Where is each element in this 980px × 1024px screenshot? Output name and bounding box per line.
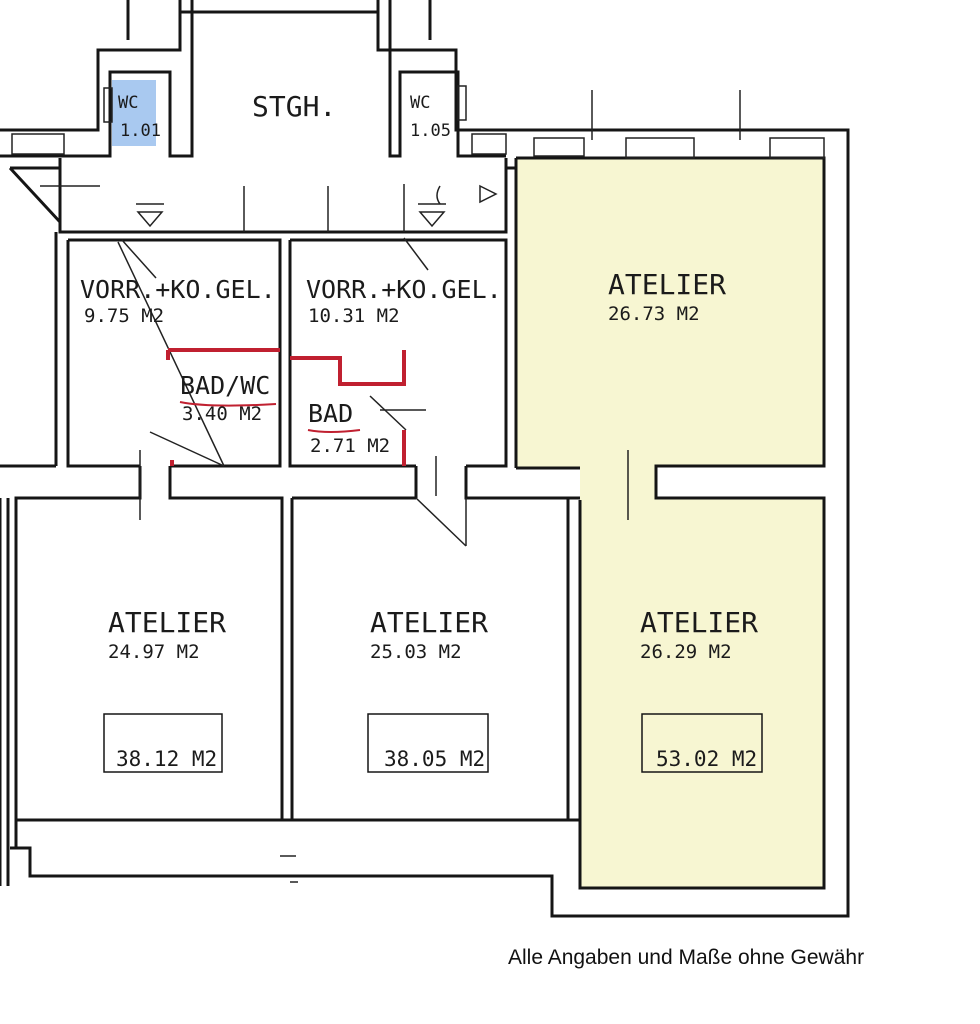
atelier-left-label: ATELIER xyxy=(108,606,226,639)
atelier-left-total: 38.12 M2 xyxy=(116,747,217,771)
detail-lines xyxy=(11,85,825,883)
bad-wc-label: BAD/WC xyxy=(180,371,270,400)
disclaimer-text: Alle Angaben und Maße ohne Gewähr xyxy=(508,946,865,969)
atelier-bottom-right-label: ATELIER xyxy=(640,606,758,639)
vorr-left-label: VORR.+KO.GEL. xyxy=(80,275,276,304)
total-box-middle xyxy=(367,713,489,773)
atelier-bottom-right-total: 53.02 M2 xyxy=(656,747,757,771)
bad-wc-area: 3.40 M2 xyxy=(182,403,262,425)
wc-left-label: WC xyxy=(118,93,138,113)
vorr-left-area: 9.75 M2 xyxy=(84,305,164,327)
highlight-area xyxy=(516,158,824,888)
atelier-middle-total: 38.05 M2 xyxy=(384,747,485,771)
atelier-top-right-label: ATELIER xyxy=(608,268,726,301)
wc-right-label: WC xyxy=(410,93,430,113)
atelier-left-area: 24.97 M2 xyxy=(108,641,200,663)
bad-area: 2.71 M2 xyxy=(310,435,390,457)
atelier-bottom-right-area: 26.29 M2 xyxy=(640,641,732,663)
wc-highlight xyxy=(112,80,156,146)
bad-label: BAD xyxy=(308,399,353,428)
atelier-middle-area: 25.03 M2 xyxy=(370,641,462,663)
total-boxes xyxy=(103,713,763,773)
wc-right-area: 1.05 xyxy=(410,121,451,141)
stairwell-label: STGH. xyxy=(252,90,336,123)
total-box-right xyxy=(641,713,763,773)
bathroom-walls xyxy=(166,348,406,466)
vorr-right-label: VORR.+KO.GEL. xyxy=(306,275,502,304)
vorr-right-area: 10.31 M2 xyxy=(308,305,400,327)
total-box-left xyxy=(103,713,223,773)
label-underlines xyxy=(179,401,361,433)
atelier-middle-label: ATELIER xyxy=(370,606,488,639)
wc-left-area: 1.01 xyxy=(120,121,161,141)
walls xyxy=(0,0,850,918)
atelier-top-right-area: 26.73 M2 xyxy=(608,303,700,325)
